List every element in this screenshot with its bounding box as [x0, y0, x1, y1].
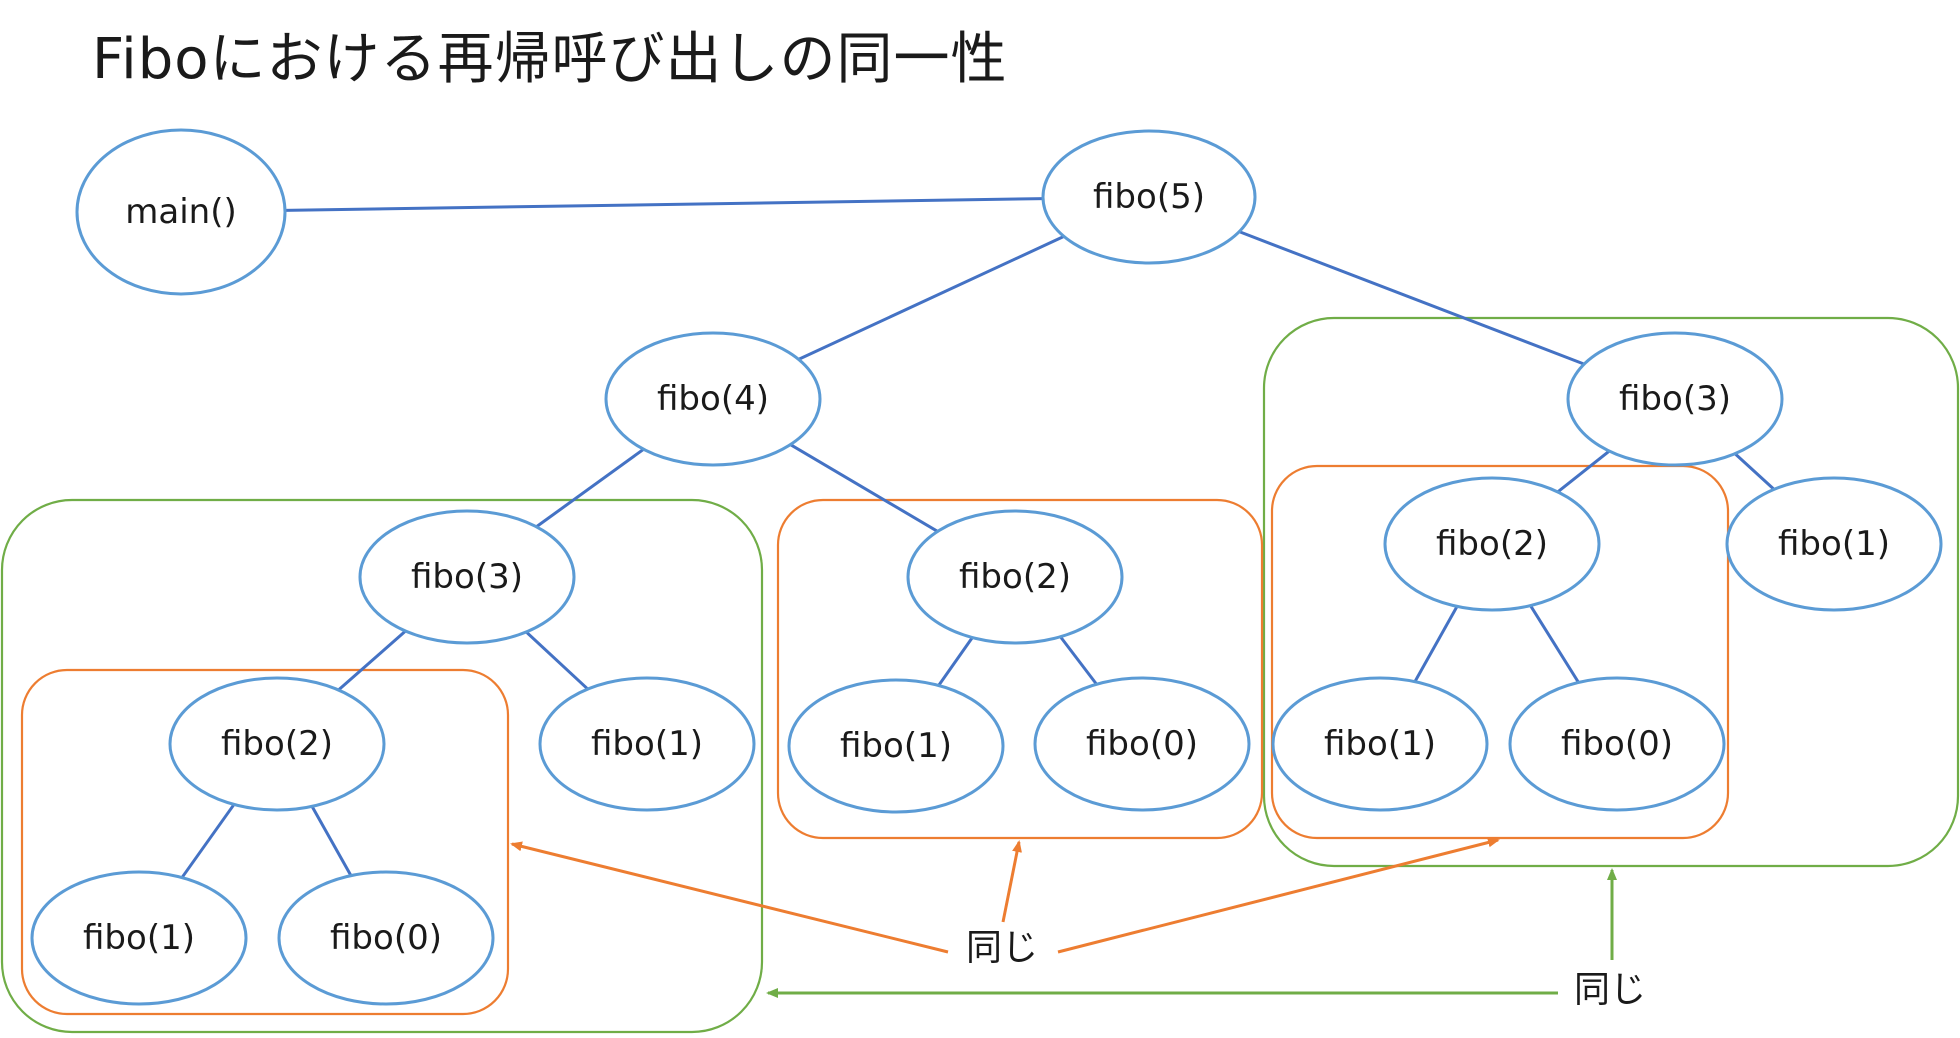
node-ellipse: [1725, 476, 1943, 612]
node-ellipse: [906, 509, 1124, 645]
node-ellipse: [1566, 331, 1784, 467]
edge-f2l-f1ll: [180, 803, 236, 879]
node-label: fibo(2): [959, 557, 1071, 597]
edge-f2l-f0ll: [310, 805, 353, 877]
node-ellipse: [1508, 676, 1726, 812]
orange-arrow-to-left-box: [510, 841, 949, 954]
call-node-f1ll: fibo(1): [30, 870, 248, 1006]
call-node-f0m: fibo(0): [1033, 676, 1251, 812]
node-label: fibo(2): [1436, 524, 1548, 564]
call-node-f1rr: fibo(1): [1271, 676, 1489, 812]
call-node-f0rr: fibo(0): [1508, 676, 1726, 812]
node-label: fibo(2): [221, 724, 333, 764]
node-ellipse: [1383, 476, 1601, 612]
node-label: fibo(1): [83, 918, 195, 958]
node-ellipse: [168, 676, 386, 812]
green-group-box-right: [1262, 316, 1960, 868]
node-ellipse: [1033, 676, 1251, 812]
orange-same-label: 同じ: [966, 928, 1038, 969]
edge-f5-f3r: [1238, 230, 1585, 366]
node-label: main(): [125, 192, 236, 232]
green-same-label: 同じ: [1574, 970, 1646, 1011]
edge-f3l-f1l: [525, 630, 589, 691]
call-node-f0ll: fibo(0): [277, 870, 495, 1006]
edge-f2m-f0m: [1059, 635, 1098, 686]
call-node-f2l: fibo(2): [168, 676, 386, 812]
node-label: fibo(1): [591, 724, 703, 764]
edge-f2r-f1rr: [1413, 605, 1459, 683]
orange-group-box-right: [1270, 464, 1730, 840]
edge-f3l-f2l: [337, 629, 407, 692]
node-ellipse: [75, 128, 287, 296]
call-node-f2m: fibo(2): [906, 509, 1124, 645]
node-label: fibo(0): [1086, 724, 1198, 764]
node-ellipse: [358, 509, 576, 645]
node-label: fibo(5): [1093, 177, 1205, 217]
call-node-f2r: fibo(2): [1383, 476, 1601, 612]
node-label: fibo(1): [840, 726, 952, 766]
call-node-f3l: fibo(3): [358, 509, 576, 645]
node-ellipse: [538, 676, 756, 812]
node-ellipse: [1041, 129, 1257, 265]
node-ellipse: [30, 870, 248, 1006]
node-label: fibo(3): [1619, 379, 1731, 419]
node-ellipse: [787, 678, 1005, 814]
orange-arrow-to-middle-box: [1001, 840, 1022, 923]
node-ellipse: [604, 331, 822, 467]
call-node-f1r: fibo(1): [1725, 476, 1943, 612]
node-ellipse: [277, 870, 495, 1006]
page-title: Fiboにおける再帰呼び出しの同一性: [92, 27, 1008, 92]
edge-f2m-f1m: [937, 636, 974, 687]
edge-f4-f2m: [789, 443, 939, 533]
edge-f4-f3l: [535, 448, 645, 528]
node-label: fibo(0): [1561, 724, 1673, 764]
edge-f3r-f2r: [1556, 449, 1611, 494]
node-label: fibo(1): [1324, 724, 1436, 764]
edge-main-f5: [284, 197, 1044, 212]
edge-f5-f4: [797, 235, 1065, 361]
call-node-f4: fibo(4): [604, 331, 822, 467]
call-node-f3r: fibo(3): [1566, 331, 1784, 467]
edge-f2r-f0rr: [1529, 604, 1580, 684]
orange-arrow-to-right-box: [1057, 837, 1500, 954]
call-node-f1m: fibo(1): [787, 678, 1005, 814]
call-node-f1l: fibo(1): [538, 676, 756, 812]
orange-group-box-middle: [776, 498, 1264, 840]
call-node-f5: fibo(5): [1041, 129, 1257, 265]
node-ellipse: [1271, 676, 1489, 812]
node-label: fibo(0): [330, 918, 442, 958]
green-group-box-left: [0, 498, 764, 1034]
call-node-main: main(): [75, 128, 287, 296]
node-label: fibo(4): [657, 379, 769, 419]
orange-group-box-left: [20, 668, 510, 1016]
node-label: fibo(1): [1778, 524, 1890, 564]
node-label: fibo(3): [411, 557, 523, 597]
edge-f3r-f1r: [1733, 452, 1776, 491]
